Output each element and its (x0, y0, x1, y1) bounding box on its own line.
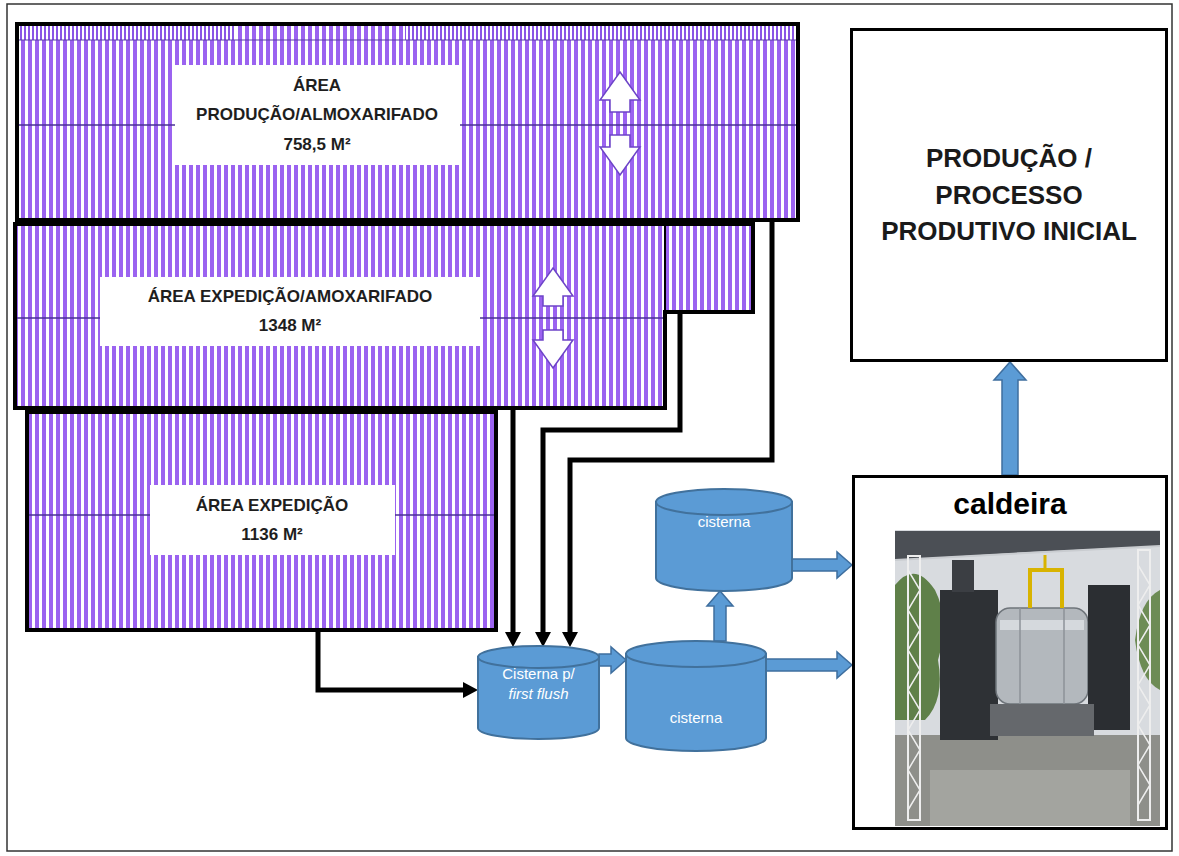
slope-arrow-symbol (533, 268, 573, 306)
photo-truss (1138, 550, 1150, 820)
tank-body (626, 654, 766, 751)
photo-boiler-unit (1088, 585, 1130, 730)
flow-arrow (707, 591, 733, 641)
photo-pipe (1030, 570, 1062, 608)
photo-floor (895, 735, 1160, 826)
tank-body (656, 502, 792, 591)
area-label-box: ÁREA EXPEDIÇÃO/AMOXARIFADO1348 M² (100, 277, 480, 346)
cistern-tank: cisterna (655, 488, 793, 592)
text-line: 1136 M² (241, 520, 302, 549)
photo-truss (908, 570, 920, 810)
text-line: caldeira (855, 486, 1165, 522)
photo-canopy (895, 531, 1160, 560)
text-line: 1348 M² (259, 311, 321, 340)
photo-boiler-drum (996, 608, 1088, 704)
slope-arrow-symbol (533, 330, 573, 368)
roof-hatch (13, 222, 755, 410)
roof-step-line (664, 224, 666, 310)
slope-arrow-symbol (600, 135, 640, 175)
text-line: ÁREA EXPEDIÇÃO/AMOXARIFADO (148, 282, 433, 311)
tank-shape-layer (655, 488, 793, 592)
roof-hatch (25, 410, 498, 632)
photo-truss (908, 556, 920, 820)
node-text: Cisterna p/ first flush (477, 664, 600, 703)
slope-arrow-symbol (600, 72, 640, 112)
photo-floor (930, 770, 1130, 826)
text-line: cisterna (625, 708, 767, 728)
flow-arrow (766, 652, 852, 678)
text-line: PRODUÇÃO / (881, 140, 1137, 176)
boiler-box: caldeira (852, 475, 1168, 830)
tank-label-box: cisterna (625, 708, 767, 728)
downspout-pipe (543, 312, 680, 633)
tank-body (478, 657, 599, 739)
downspout-pipe (318, 632, 464, 690)
node-text: ÁREA EXPEDIÇÃO (196, 491, 348, 520)
node-text: 758,5 M² (283, 130, 350, 159)
photo-chimney (952, 560, 974, 592)
boiler-photo (895, 530, 1160, 826)
photo-sky (895, 530, 1160, 826)
text-line: first flush (477, 683, 600, 703)
cistern-tank: cisterna (625, 640, 767, 752)
roof-outline (17, 24, 798, 220)
tank-shape-layer (625, 640, 767, 752)
photo-pipe (1044, 555, 1047, 570)
text-line: PRODUÇÃO/ALMOXARIFADO (196, 100, 438, 129)
downspout-pipe (511, 410, 516, 633)
roof-outline (15, 224, 753, 408)
process-box: PRODUÇÃO / PROCESSO PRODUTIVO INICIAL (850, 28, 1168, 362)
roof-ridge-strip (17, 24, 235, 40)
roof-ridge-strip (405, 24, 798, 40)
photo-canopy-edge (895, 546, 1160, 560)
text-line: Cisterna p/ (477, 664, 600, 684)
roof-ridge-line (17, 39, 798, 40)
figure-frame (7, 4, 1172, 851)
node-text: 1348 M² (259, 311, 321, 340)
photo-boiler-band (1019, 608, 1021, 704)
text-line: ÁREA EXPEDIÇÃO (196, 491, 348, 520)
node-text: PRODUÇÃO / PROCESSO PRODUTIVO INICIAL (881, 140, 1137, 249)
area-label-box: ÁREA PRODUÇÃO/ALMOXARIFADO758,5 M² (175, 65, 460, 165)
node-text: 1136 M² (241, 520, 302, 549)
roof-area: ÁREA PRODUÇÃO/ALMOXARIFADO758,5 M² (15, 22, 800, 222)
first-flush-tank: Cisterna p/ first flush (477, 645, 600, 740)
tank-top (656, 489, 792, 515)
flow-arrow (792, 552, 852, 578)
area-label-box: ÁREA EXPEDIÇÃO1136 M² (150, 485, 395, 555)
photo-truss (1138, 565, 1150, 805)
node-text: ÁREA EXPEDIÇÃO/AMOXARIFADO (148, 282, 433, 311)
photo-boiler-band (1063, 608, 1065, 704)
text-line: ÁREA (196, 71, 438, 100)
text-line: PRODUTIVO INICIAL (881, 213, 1137, 249)
node-text: ÁREA PRODUÇÃO/ALMOXARIFADO (196, 71, 438, 129)
flow-arrow (994, 362, 1026, 475)
node-text: caldeira (855, 478, 1165, 522)
photo-boiler-highlight (1000, 620, 1084, 630)
text-line: 758,5 M² (283, 130, 350, 159)
text-line: cisterna (655, 512, 793, 532)
roof-outline (27, 412, 496, 630)
tank-top (626, 641, 766, 667)
flow-arrow (599, 647, 626, 673)
roof-area: ÁREA EXPEDIÇÃO/AMOXARIFADO1348 M² (13, 222, 755, 410)
photo-boiler-unit (940, 590, 998, 740)
text-line: PROCESSO (881, 177, 1137, 213)
roof-area: ÁREA EXPEDIÇÃO1136 M² (25, 410, 498, 632)
tank-label-box: Cisterna p/ first flush (477, 664, 600, 703)
node-text: cisterna (655, 512, 793, 532)
photo-base (990, 704, 1094, 736)
tank-label-box: cisterna (655, 512, 793, 532)
roof-hatch (15, 22, 800, 222)
node-text: cisterna (625, 708, 767, 728)
